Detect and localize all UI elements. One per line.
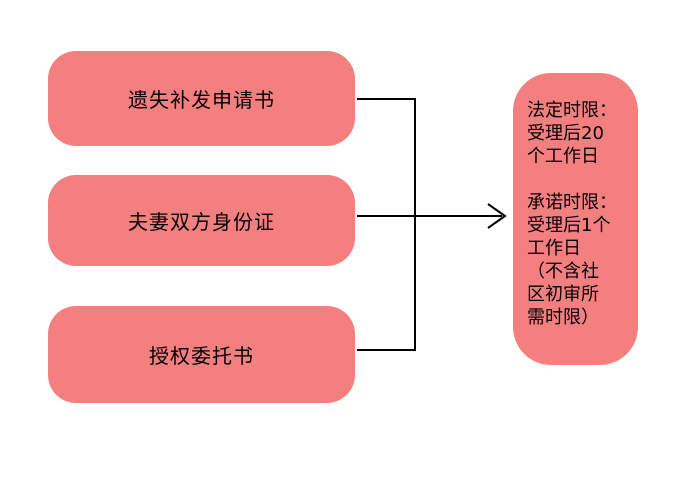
box-loss-reissue-application: 遗失补发申请书: [48, 51, 355, 146]
box-label: 授权委托书: [149, 344, 254, 368]
time-limit-line: 个工作日: [527, 146, 599, 167]
box-label: 夫妻双方身份证: [128, 210, 275, 234]
box-label: 遗失补发申请书: [128, 88, 275, 112]
box-power-of-attorney: 授权委托书: [48, 306, 355, 403]
time-limit-line: 受理后1个: [527, 215, 611, 236]
time-limit-line: [527, 168, 630, 191]
time-limit-line: 受理后20: [527, 123, 604, 144]
time-limit-line: 承诺时限：: [527, 192, 617, 213]
time-limit-line: 法定时限：: [527, 100, 617, 121]
time-limit-line: 工作日: [527, 238, 581, 259]
time-limit-line: （不含社: [527, 261, 599, 282]
time-limit-line: 区初审所: [527, 284, 599, 305]
time-limit-box: 法定时限： 受理后20 个工作日 承诺时限： 受理后1个 工作日 （不含社 区初…: [513, 73, 638, 365]
time-limit-line: 需时限）: [527, 307, 599, 328]
arrow-head-icon: [487, 203, 507, 229]
box-couple-id-cards: 夫妻双方身份证: [48, 175, 355, 266]
